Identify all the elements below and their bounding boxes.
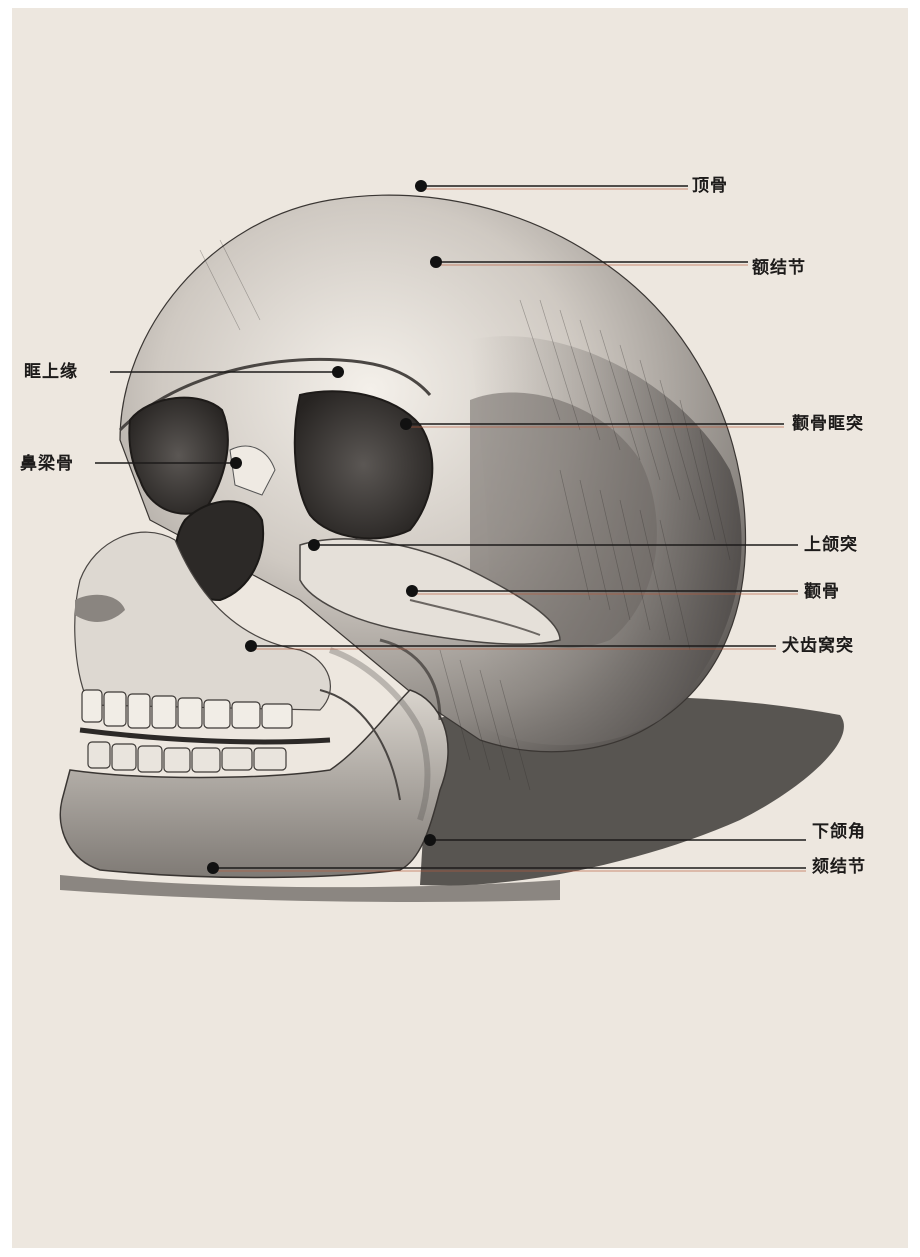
label-kuangshangyuan: 眶上缘	[24, 362, 78, 382]
label-eshijie: 额结节	[752, 258, 806, 278]
dot-xiahejiao	[424, 834, 436, 846]
label-dingu: 顶骨	[692, 176, 728, 196]
dot-kejiejie	[207, 862, 219, 874]
lower-teeth	[88, 742, 286, 772]
dot-quangu	[406, 585, 418, 597]
label-bilianggu: 鼻梁骨	[20, 454, 74, 474]
dot-niegukuangtu	[400, 418, 412, 430]
label-kejiejie: 颏结节	[812, 857, 866, 877]
dot-shanghetu	[308, 539, 320, 551]
dot-dingu	[415, 180, 427, 192]
dot-eshijie	[430, 256, 442, 268]
label-quangu: 颧骨	[804, 582, 840, 602]
label-niegukuangtu: 颧骨眶突	[792, 414, 864, 434]
dot-kuangshangyuan	[332, 366, 344, 378]
label-shangyachaotu: 犬齿窝突	[782, 636, 854, 656]
dot-bilianggu	[230, 457, 242, 469]
label-xiahejiao: 下颌角	[812, 822, 866, 842]
dot-shangyachaotu	[245, 640, 257, 652]
label-shanghetu: 上颌突	[804, 535, 858, 555]
